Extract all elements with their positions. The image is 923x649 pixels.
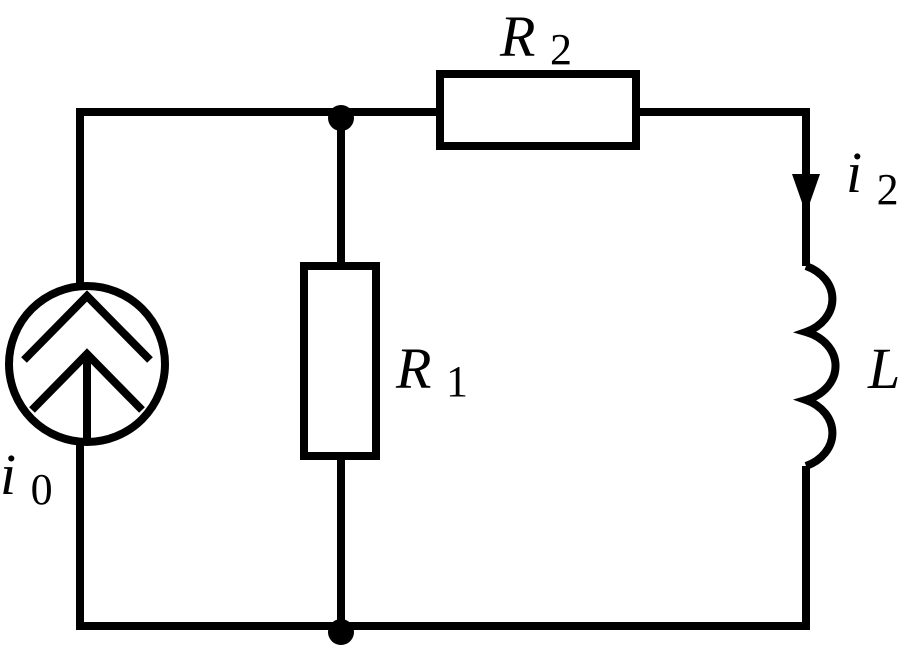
label-r1: R 1 [395, 336, 468, 406]
wire-right-bottom [76, 440, 810, 630]
current-source-i0 [5, 282, 169, 446]
resistor-r2 [436, 70, 640, 150]
label-r2-sub: 2 [550, 25, 572, 74]
label-i2: i 2 [846, 140, 899, 214]
label-r2-main: R [499, 4, 535, 69]
label-r1-main: R [395, 336, 431, 401]
inductor-l [792, 262, 840, 470]
label-i2-main: i [846, 140, 862, 205]
label-inductor-main: L [867, 336, 900, 401]
label-inductor: L [867, 336, 900, 401]
label-r2: R 2 [499, 4, 572, 74]
current-source-chevron-upper [21, 290, 153, 363]
wires [76, 108, 810, 630]
label-i0: i 0 [0, 442, 53, 514]
junction-node-top [328, 105, 354, 131]
current-source-chevron-lower [29, 348, 145, 413]
resistor-r1 [300, 262, 380, 460]
label-i0-main: i [0, 442, 16, 507]
junction-node-bottom [328, 619, 354, 645]
wire-top-right [636, 108, 810, 266]
label-i2-sub: 2 [877, 165, 899, 214]
arrow-i2-down-icon [792, 174, 820, 214]
label-r1-sub: 1 [446, 357, 468, 406]
wire-top-left [76, 108, 440, 288]
label-i0-sub: 0 [31, 465, 53, 514]
